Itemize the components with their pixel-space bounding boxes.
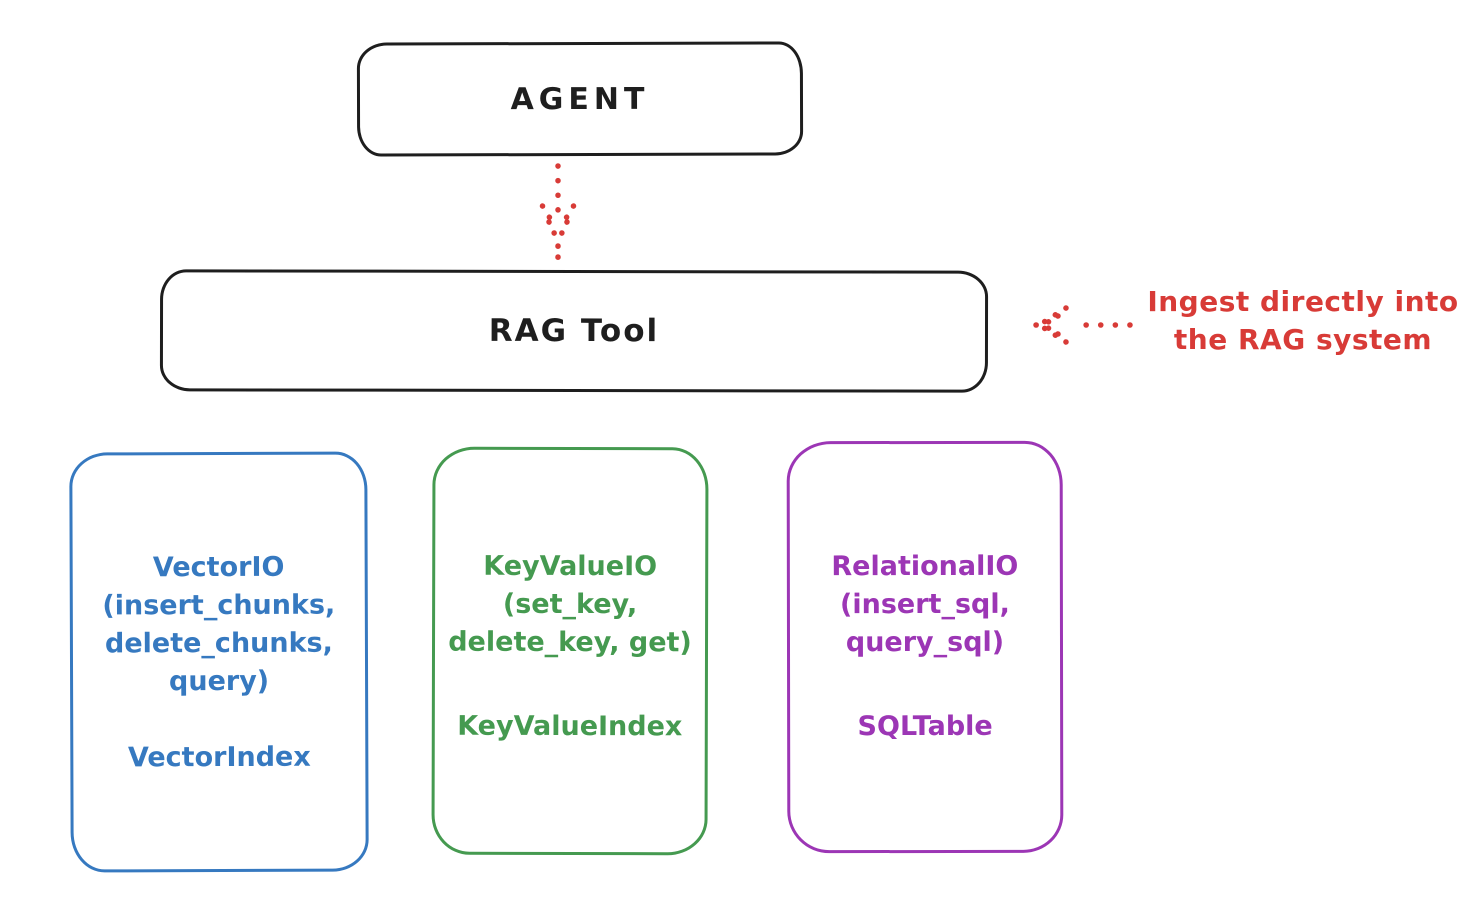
vector-io-line: (insert_chunks, — [102, 589, 336, 622]
keyvalue-io-box: KeyValueIO (set_key, delete_key, get) Ke… — [431, 446, 709, 856]
vector-io-line: delete_chunks, — [104, 627, 333, 660]
rag-tool-label: RAG Tool — [488, 312, 660, 350]
rag-tool-box: RAG Tool — [159, 269, 989, 393]
vector-io-line: VectorIO — [152, 551, 285, 584]
relational-io-line: RelationalIO — [831, 550, 1019, 583]
keyvalue-index-label: KeyValueIndex — [457, 710, 683, 743]
ingest-annotation: Ingest directly into the RAG system — [1138, 283, 1468, 359]
ingest-annotation-line1: Ingest directly into — [1147, 285, 1459, 318]
relational-io-line: (insert_sql, — [839, 588, 1010, 621]
keyvalue-io-line: KeyValueIO — [483, 550, 658, 583]
keyvalue-io-line: (set_key, — [502, 588, 638, 621]
ingest-annotation-line2: the RAG system — [1173, 323, 1433, 356]
relational-io-line: query_sql) — [845, 626, 1005, 659]
keyvalue-io-line: delete_key, get) — [448, 626, 692, 659]
agent-to-rag-dotted-arrow-icon — [539, 163, 577, 260]
agent-label: AGENT — [510, 81, 650, 117]
sql-table-label: SQLTable — [857, 710, 993, 743]
vector-io-box: VectorIO (insert_chunks, delete_chunks, … — [69, 451, 369, 873]
agent-box: AGENT — [356, 41, 804, 157]
vector-index-label: VectorIndex — [127, 741, 311, 774]
vector-io-line: query) — [168, 665, 270, 698]
annotation-to-rag-dotted-arrow-icon — [1033, 305, 1133, 345]
relational-io-box: RelationalIO (insert_sql, query_sql) SQL… — [786, 440, 1064, 854]
